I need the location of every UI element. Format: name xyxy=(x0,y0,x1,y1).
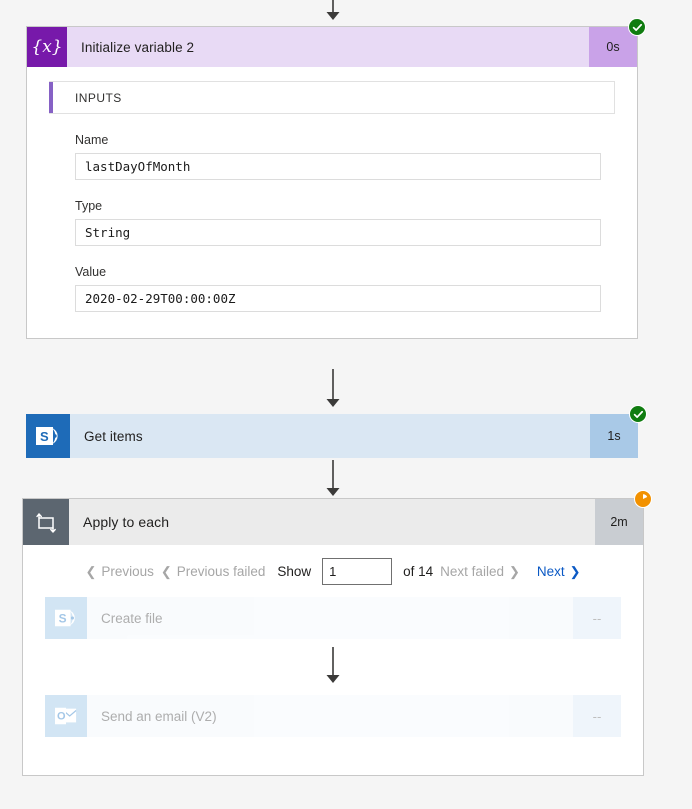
sharepoint-icon: S xyxy=(26,414,70,458)
field-value-name[interactable]: lastDayOfMonth xyxy=(75,153,601,180)
next-failed-button-label: Next failed xyxy=(440,563,504,579)
field-value-type[interactable]: String xyxy=(75,219,601,246)
connector-arrow-to-get-items xyxy=(321,369,345,411)
previous-failed-button[interactable]: ❮ Previous failed xyxy=(161,564,265,579)
action-header-initialize-variable-2[interactable]: {x} Initialize variable 2 0s xyxy=(27,18,646,67)
chevron-right-icon: ❯ xyxy=(569,563,581,579)
action-duration-get-items: 1s xyxy=(590,414,638,458)
field-label-name: Name xyxy=(75,133,109,147)
loop-pagination: ❮ Previous ❮ Previous failed Show of 14 … xyxy=(23,545,643,597)
svg-text:S: S xyxy=(59,612,67,626)
nested-action-row[interactable]: S Create file -- xyxy=(45,597,621,639)
action-details-initialize-variable-2: INPUTS Name lastDayOfMonth Type String V… xyxy=(27,67,637,338)
action-header-apply-to-each[interactable]: Apply to each 2m xyxy=(23,490,652,545)
loop-body: ❮ Previous ❮ Previous failed Show of 14 … xyxy=(23,545,643,775)
action-duration-apply-to-each: 2m xyxy=(595,499,643,545)
svg-text:O: O xyxy=(57,711,66,723)
nested-action-row[interactable]: O Send an email (V2) -- xyxy=(45,695,621,737)
action-card-apply-to-each[interactable]: Apply to each 2m ❮ Previous ❮ Previous f… xyxy=(22,490,652,776)
action-card-initialize-variable-2[interactable]: {x} Initialize variable 2 0s INPUTS Name… xyxy=(26,18,646,339)
status-badge-running xyxy=(634,490,652,508)
next-button-label: Next xyxy=(536,563,565,579)
field-name: Name lastDayOfMonth xyxy=(49,133,615,180)
previous-failed-button-label: Previous failed xyxy=(176,563,266,579)
action-card-get-items[interactable]: S Get items 1s xyxy=(26,405,647,458)
chevron-left-icon: ❮ xyxy=(160,563,172,579)
page-number-input[interactable] xyxy=(322,557,393,585)
variable-icon-glyph: {x} xyxy=(31,36,63,57)
next-failed-button[interactable]: Next failed ❯ xyxy=(440,564,520,579)
connector-arrow-top xyxy=(321,0,345,24)
chevron-right-icon: ❯ xyxy=(508,563,520,579)
previous-button[interactable]: ❮ Previous xyxy=(85,564,153,579)
field-value: Value 2020-02-29T00:00:00Z xyxy=(49,265,615,312)
inputs-section-header: INPUTS xyxy=(49,81,615,114)
action-title-initialize-variable-2: Initialize variable 2 xyxy=(81,39,195,55)
next-button[interactable]: Next ❯ xyxy=(537,564,581,579)
connector-arrow-nested xyxy=(23,639,643,695)
nested-action-send-an-email-v2[interactable]: O Send an email (V2) -- xyxy=(45,695,621,737)
sharepoint-icon: S xyxy=(45,597,87,639)
action-duration-initialize-variable-2: 0s xyxy=(589,27,637,67)
nested-action-title-create-file: Create file xyxy=(101,610,163,626)
nested-action-title-send-an-email-v2: Send an email (V2) xyxy=(101,708,217,724)
action-title-get-items: Get items xyxy=(84,428,143,444)
nested-action-duration-send-an-email-v2: -- xyxy=(573,695,621,737)
nested-action-duration-create-file: -- xyxy=(573,597,621,639)
outlook-icon: O xyxy=(45,695,87,737)
previous-button-label: Previous xyxy=(101,563,154,579)
field-type: Type String xyxy=(49,199,615,246)
action-title-apply-to-each: Apply to each xyxy=(83,514,170,530)
status-badge-succeeded xyxy=(629,405,647,423)
field-label-type: Type xyxy=(75,199,103,213)
status-badge-succeeded xyxy=(628,18,646,36)
show-label: Show xyxy=(277,563,312,579)
action-header-get-items[interactable]: S Get items 1s xyxy=(26,405,647,458)
nested-action-create-file[interactable]: S Create file -- xyxy=(45,597,621,639)
field-value-value[interactable]: 2020-02-29T00:00:00Z xyxy=(75,285,601,312)
chevron-left-icon: ❮ xyxy=(85,563,97,579)
variable-icon: {x} xyxy=(27,27,67,67)
field-label-value: Value xyxy=(75,265,107,279)
svg-text:S: S xyxy=(40,429,49,444)
page-total-label: of 14 xyxy=(403,563,434,579)
connector-arrow-to-apply-to-each xyxy=(321,460,345,500)
loop-icon xyxy=(23,499,69,545)
